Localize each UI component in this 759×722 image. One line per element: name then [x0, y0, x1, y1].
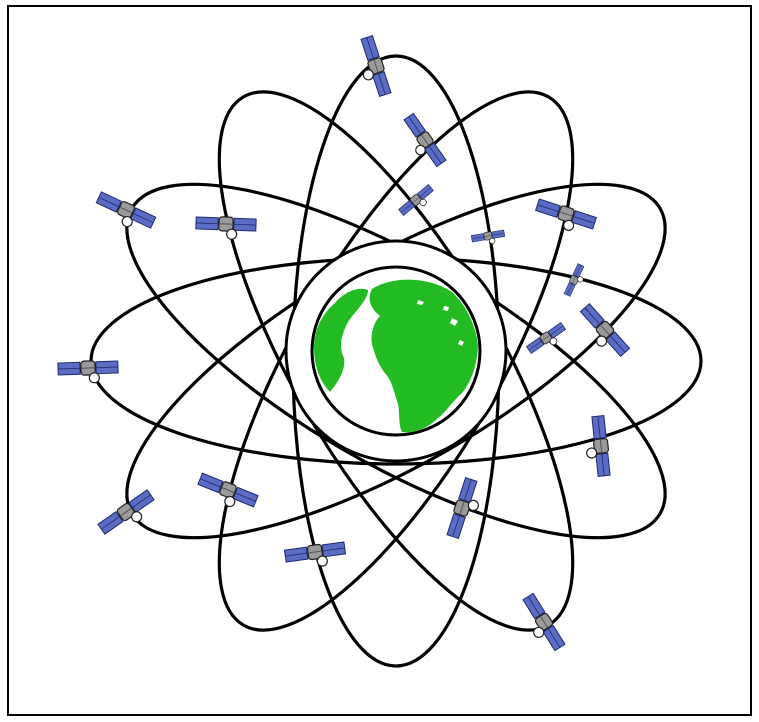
satellite-icon: [471, 229, 506, 247]
satellite-icon: [398, 184, 437, 220]
satellite-icon: [397, 113, 447, 172]
earth-icon: [286, 241, 506, 461]
satellite-icon: [446, 477, 485, 541]
satellite-icon: [195, 216, 256, 240]
satellite-icon: [92, 191, 156, 236]
satellite-icon: [583, 415, 611, 477]
satellite-icon: [352, 35, 391, 99]
satellite-icon: [284, 541, 346, 571]
satellite-icon: [515, 593, 565, 656]
satellite-icon: [58, 360, 119, 384]
satellite-icon: [533, 198, 597, 237]
